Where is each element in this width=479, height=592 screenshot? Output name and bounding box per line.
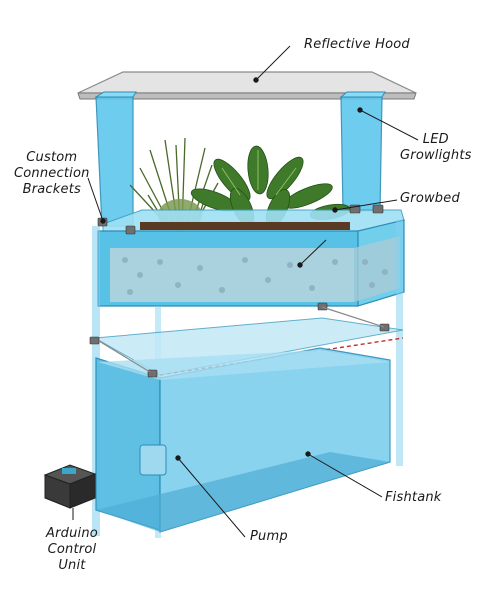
led-pillar-right: [341, 97, 382, 211]
label-growbed: Growbed: [400, 191, 460, 207]
growbed-gravel: [110, 248, 354, 302]
frame-post-right: [396, 220, 403, 466]
pump: [140, 445, 166, 475]
label-reflective-hood: Reflective Hood: [304, 37, 410, 53]
arduino-screen: [62, 468, 76, 474]
label-pump: Pump: [250, 529, 288, 545]
label-custom-connection-brackets: Custom Connection Brackets: [14, 150, 90, 198]
label-arduino-control-unit: Arduino Control Unit: [46, 526, 98, 574]
growbed-soil: [140, 222, 350, 230]
led-pillar-right-side: [341, 92, 385, 97]
reflective-hood: [78, 72, 416, 93]
led-pillar-left-side: [96, 92, 136, 97]
led-pillar-left: [96, 97, 133, 226]
label-led-growlights: LED Growlights: [400, 132, 472, 164]
label-fishtank: Fishtank: [385, 490, 442, 506]
